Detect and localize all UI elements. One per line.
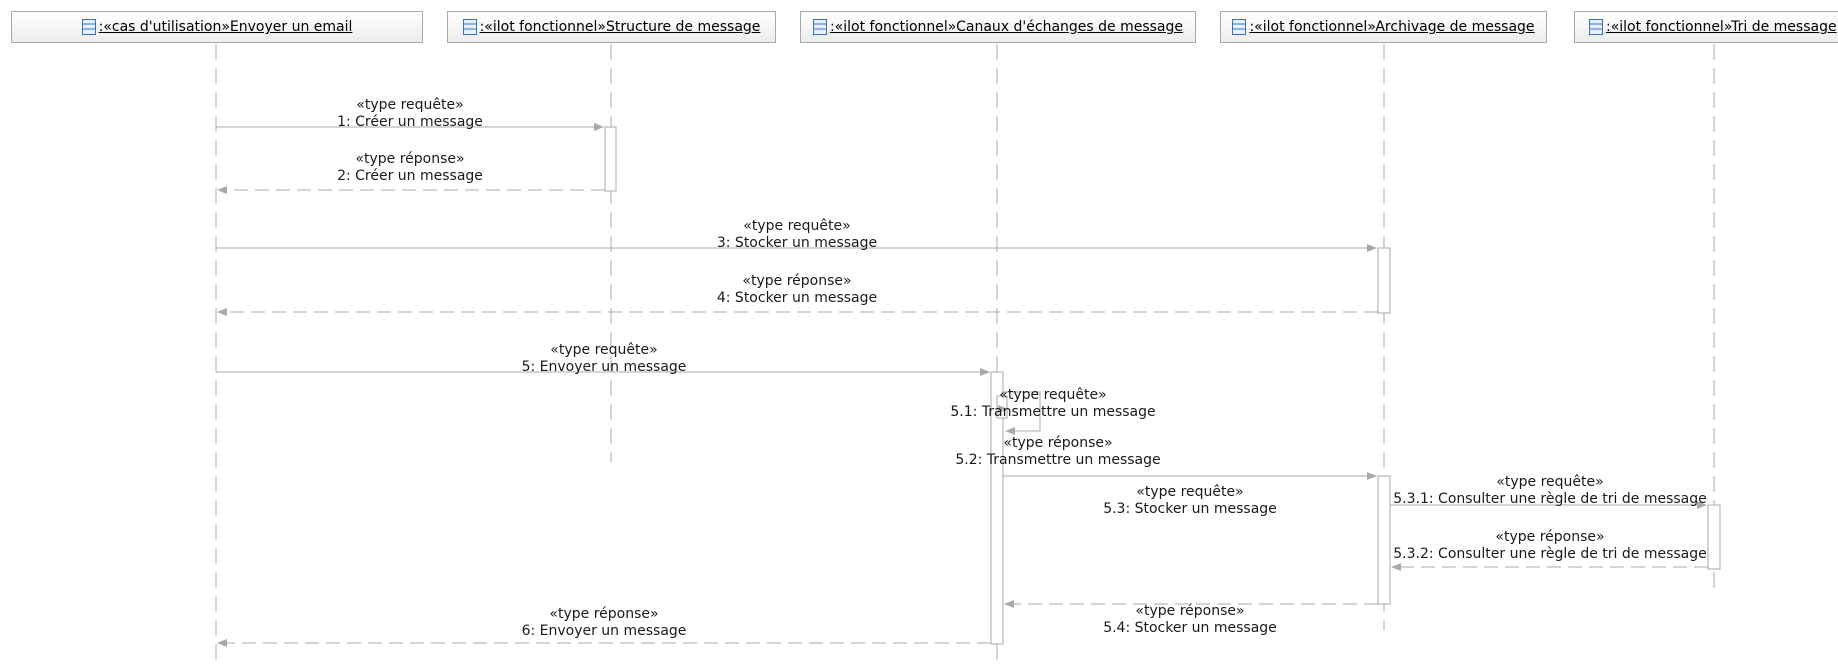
message-5-4-label: 5.4: Stocker un message [1103,620,1277,636]
message-4-stereotype: «type réponse» [742,273,851,289]
message-5-1[interactable]: «type requête» 5.1: Transmettre un messa… [950,387,1156,432]
lifeline-head-cas[interactable]: :«cas d'utilisation»Envoyer un email [11,11,423,43]
lifeline-name: :«ilot fonctionnel»Structure de message [479,19,761,35]
class-icon [1232,19,1247,35]
message-6[interactable]: «type réponse» 6: Envoyer un message [217,606,991,647]
message-5-3-stereotype: «type requête» [1136,484,1243,500]
message-5-label: 5: Envoyer un message [522,359,687,375]
message-5-4[interactable]: «type réponse» 5.4: Stocker un message [1004,600,1378,636]
message-5-2[interactable]: «type réponse» 5.2: Transmettre un messa… [955,427,1161,468]
class-icon [812,19,827,35]
message-5[interactable]: «type requête» 5: Envoyer un message [216,342,990,376]
class-icon [81,19,96,35]
message-5-3-2-stereotype: «type réponse» [1495,529,1604,545]
message-5-4-stereotype: «type réponse» [1135,603,1244,619]
activation-archivage-2 [1377,475,1391,605]
lifeline-head-tri[interactable]: :«ilot fonctionnel»Tri de message [1574,11,1838,43]
message-1[interactable]: «type requête» 1: Créer un message [216,97,604,131]
activation-structure [604,126,617,192]
message-5-3-1[interactable]: «type requête» 5.3.1: Consulter une règl… [1390,474,1707,509]
message-5-2-stereotype: «type réponse» [1003,435,1112,451]
message-2-stereotype: «type réponse» [355,151,464,167]
lifeline-head-archivage[interactable]: :«ilot fonctionnel»Archivage de message [1220,11,1547,43]
activation-canaux [990,371,1004,645]
message-5-1-label: 5.1: Transmettre un message [950,404,1155,420]
message-2-label: 2: Créer un message [337,168,483,184]
lifeline-head-structure[interactable]: :«ilot fonctionnel»Structure de message [447,11,776,43]
message-5-3-2[interactable]: «type réponse» 5.3.2: Consulter une règl… [1391,529,1708,571]
lifeline-head-canaux[interactable]: :«ilot fonctionnel»Canaux d'échanges de … [800,11,1196,43]
message-1-stereotype: «type requête» [356,97,463,113]
message-3-stereotype: «type requête» [743,218,850,234]
message-5-3-2-label: 5.3.2: Consulter une règle de tri de mes… [1393,546,1706,562]
message-5-1-stereotype: «type requête» [999,387,1106,403]
lifeline-name: :«ilot fonctionnel»Canaux d'échanges de … [829,19,1184,35]
message-5-3-1-label: 5.3.1: Consulter une règle de tri de mes… [1393,491,1706,507]
lifeline-name: :«ilot fonctionnel»Archivage de message [1249,19,1535,35]
message-5-2-label: 5.2: Transmettre un message [955,452,1160,468]
message-4[interactable]: «type réponse» 4: Stocker un message [217,273,1378,316]
lifeline-name: :«cas d'utilisation»Envoyer un email [98,19,353,35]
message-5-3-label: 5.3: Stocker un message [1103,501,1277,517]
message-5-3-1-stereotype: «type requête» [1496,474,1603,490]
lifeline-name: :«ilot fonctionnel»Tri de message [1606,19,1837,35]
message-5-stereotype: «type requête» [550,342,657,358]
class-icon [1589,19,1603,35]
message-6-stereotype: «type réponse» [549,606,658,622]
message-1-label: 1: Créer un message [337,114,483,130]
message-6-label: 6: Envoyer un message [522,623,687,639]
message-5-3[interactable]: «type requête» 5.3: Stocker un message [1003,472,1377,517]
activation-archivage-1 [1377,247,1391,314]
activation-tri [1707,504,1721,570]
message-3-label: 3: Stocker un message [717,235,877,251]
message-2[interactable]: «type réponse» 2: Créer un message [217,151,605,194]
message-3[interactable]: «type requête» 3: Stocker un message [216,218,1377,252]
message-4-label: 4: Stocker un message [717,290,877,306]
class-icon [462,19,477,35]
